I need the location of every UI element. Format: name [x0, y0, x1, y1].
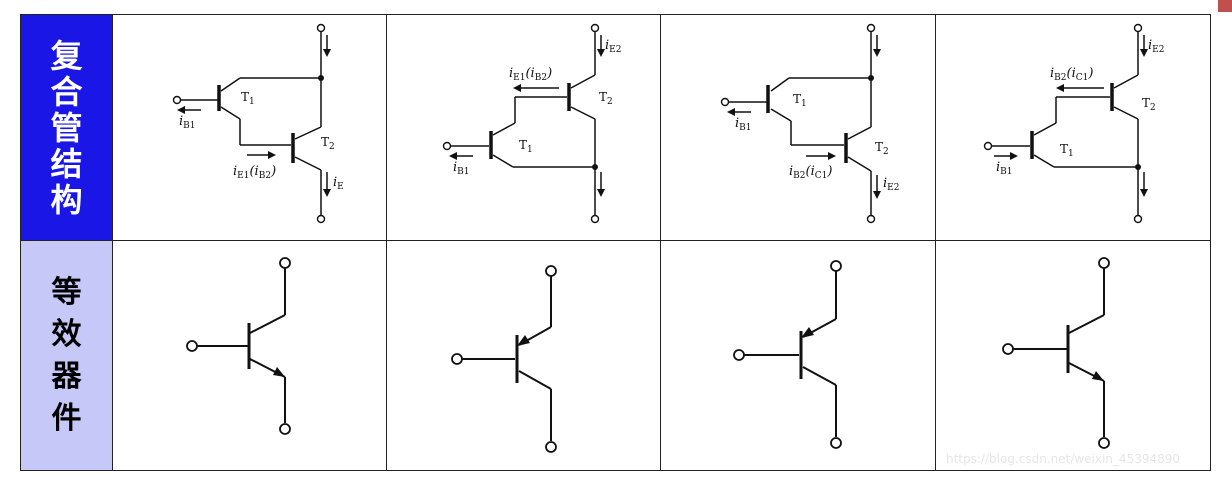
label-iE1-iB2: iE1(iB2): [233, 164, 276, 181]
equivalent-pnp-2: [660, 240, 936, 471]
equivalent-pnp-2-symbol: [733, 260, 842, 449]
label-T2: T2: [1142, 96, 1156, 113]
label-iE2: iE2: [605, 38, 621, 55]
composite-npn-npn: T1 T2 iB1 iE1(iB2) iE: [112, 14, 387, 241]
label-T2: T2: [875, 140, 889, 157]
corner-mark: [1218, 0, 1232, 12]
label-T2: T2: [599, 90, 613, 107]
label-iB1: iB1: [453, 160, 470, 177]
equivalent-npn-2-symbol: [1002, 257, 1110, 449]
label-iB1: iB1: [996, 160, 1013, 177]
label-iE2: iE2: [883, 176, 899, 193]
equivalent-npn-2: [935, 240, 1211, 471]
equivalent-pnp-1-symbol: [451, 265, 557, 453]
equivalent-pnp-1: [386, 240, 661, 471]
composite-pnp-npn: iE2 iB2(iC1) T2 T1 iB1: [935, 14, 1211, 241]
label-iE2: iE2: [1148, 38, 1164, 55]
composite-pnp-npn-diagram: iE2 iB2(iC1) T2 T1 iB1: [983, 23, 1164, 224]
label-iB2-iC1: iB2(iC1): [1050, 66, 1093, 83]
label-T1: T1: [241, 90, 255, 107]
label-iB1: iB1: [735, 116, 752, 133]
label-T1: T1: [1060, 142, 1074, 159]
label-iE: iE: [333, 175, 344, 192]
label-iB2-iC1: iB2(iC1): [789, 164, 832, 181]
darlington-table: 复 合 管 结 构: [20, 14, 1211, 471]
label-T2: T2: [321, 135, 335, 152]
composite-npn-pnp-diagram: T1 T2 iB1 iB2(iC1) iE2: [720, 23, 899, 224]
composite-pnp-pnp: iE2 iE1(iB2) T2 T1 iB1: [386, 14, 661, 241]
equivalent-npn-1-symbol: [186, 257, 291, 435]
label-iE1-iB2: iE1(iB2): [509, 66, 552, 83]
composite-npn-pnp: T1 T2 iB1 iB2(iC1) iE2: [660, 14, 936, 241]
row-header-structure: 复 合 管 结 构: [20, 14, 113, 241]
row-header-equivalent-text: 等 效 器 件: [51, 274, 82, 436]
label-T1: T1: [793, 92, 807, 109]
equivalent-npn-1: [112, 240, 387, 471]
label-T1: T1: [519, 138, 533, 155]
composite-npn-npn-diagram: T1 T2 iB1 iE1(iB2) iE: [172, 23, 344, 224]
composite-pnp-pnp-diagram: iE2 iE1(iB2) T2 T1 iB1: [442, 23, 621, 224]
watermark: https://blog.csdn.net/weixin_45394890: [946, 452, 1181, 466]
row-header-equivalent: 等 效 器 件: [20, 240, 113, 471]
row-header-structure-text: 复 合 管 结 构: [50, 36, 83, 219]
label-iB1: iB1: [179, 114, 196, 131]
